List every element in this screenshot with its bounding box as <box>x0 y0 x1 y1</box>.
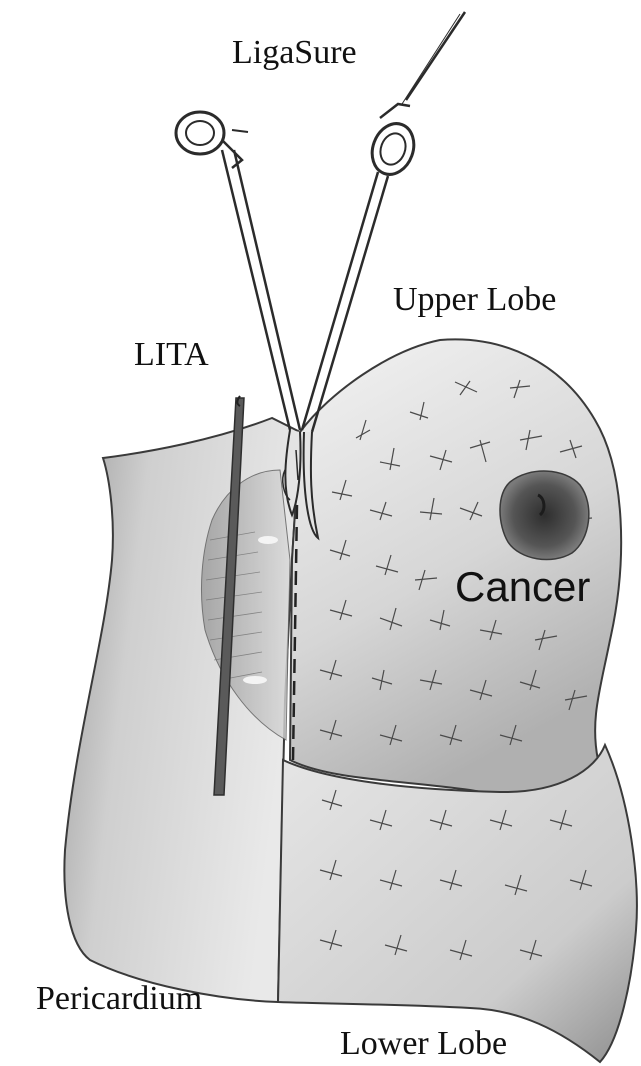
highlight-mark <box>258 536 278 544</box>
cancer-label: Cancer <box>455 566 590 608</box>
lita-label: LITA <box>134 338 209 372</box>
pericardium-label: Pericardium <box>36 982 202 1016</box>
ligasure-label: LigaSure <box>232 36 357 70</box>
lower-lobe-label: Lower Lobe <box>340 1027 507 1061</box>
highlight-mark <box>243 676 267 684</box>
lower-lobe-shape <box>278 745 637 1062</box>
tumor-icon <box>500 471 589 559</box>
upper-lobe-label: Upper Lobe <box>393 283 556 317</box>
